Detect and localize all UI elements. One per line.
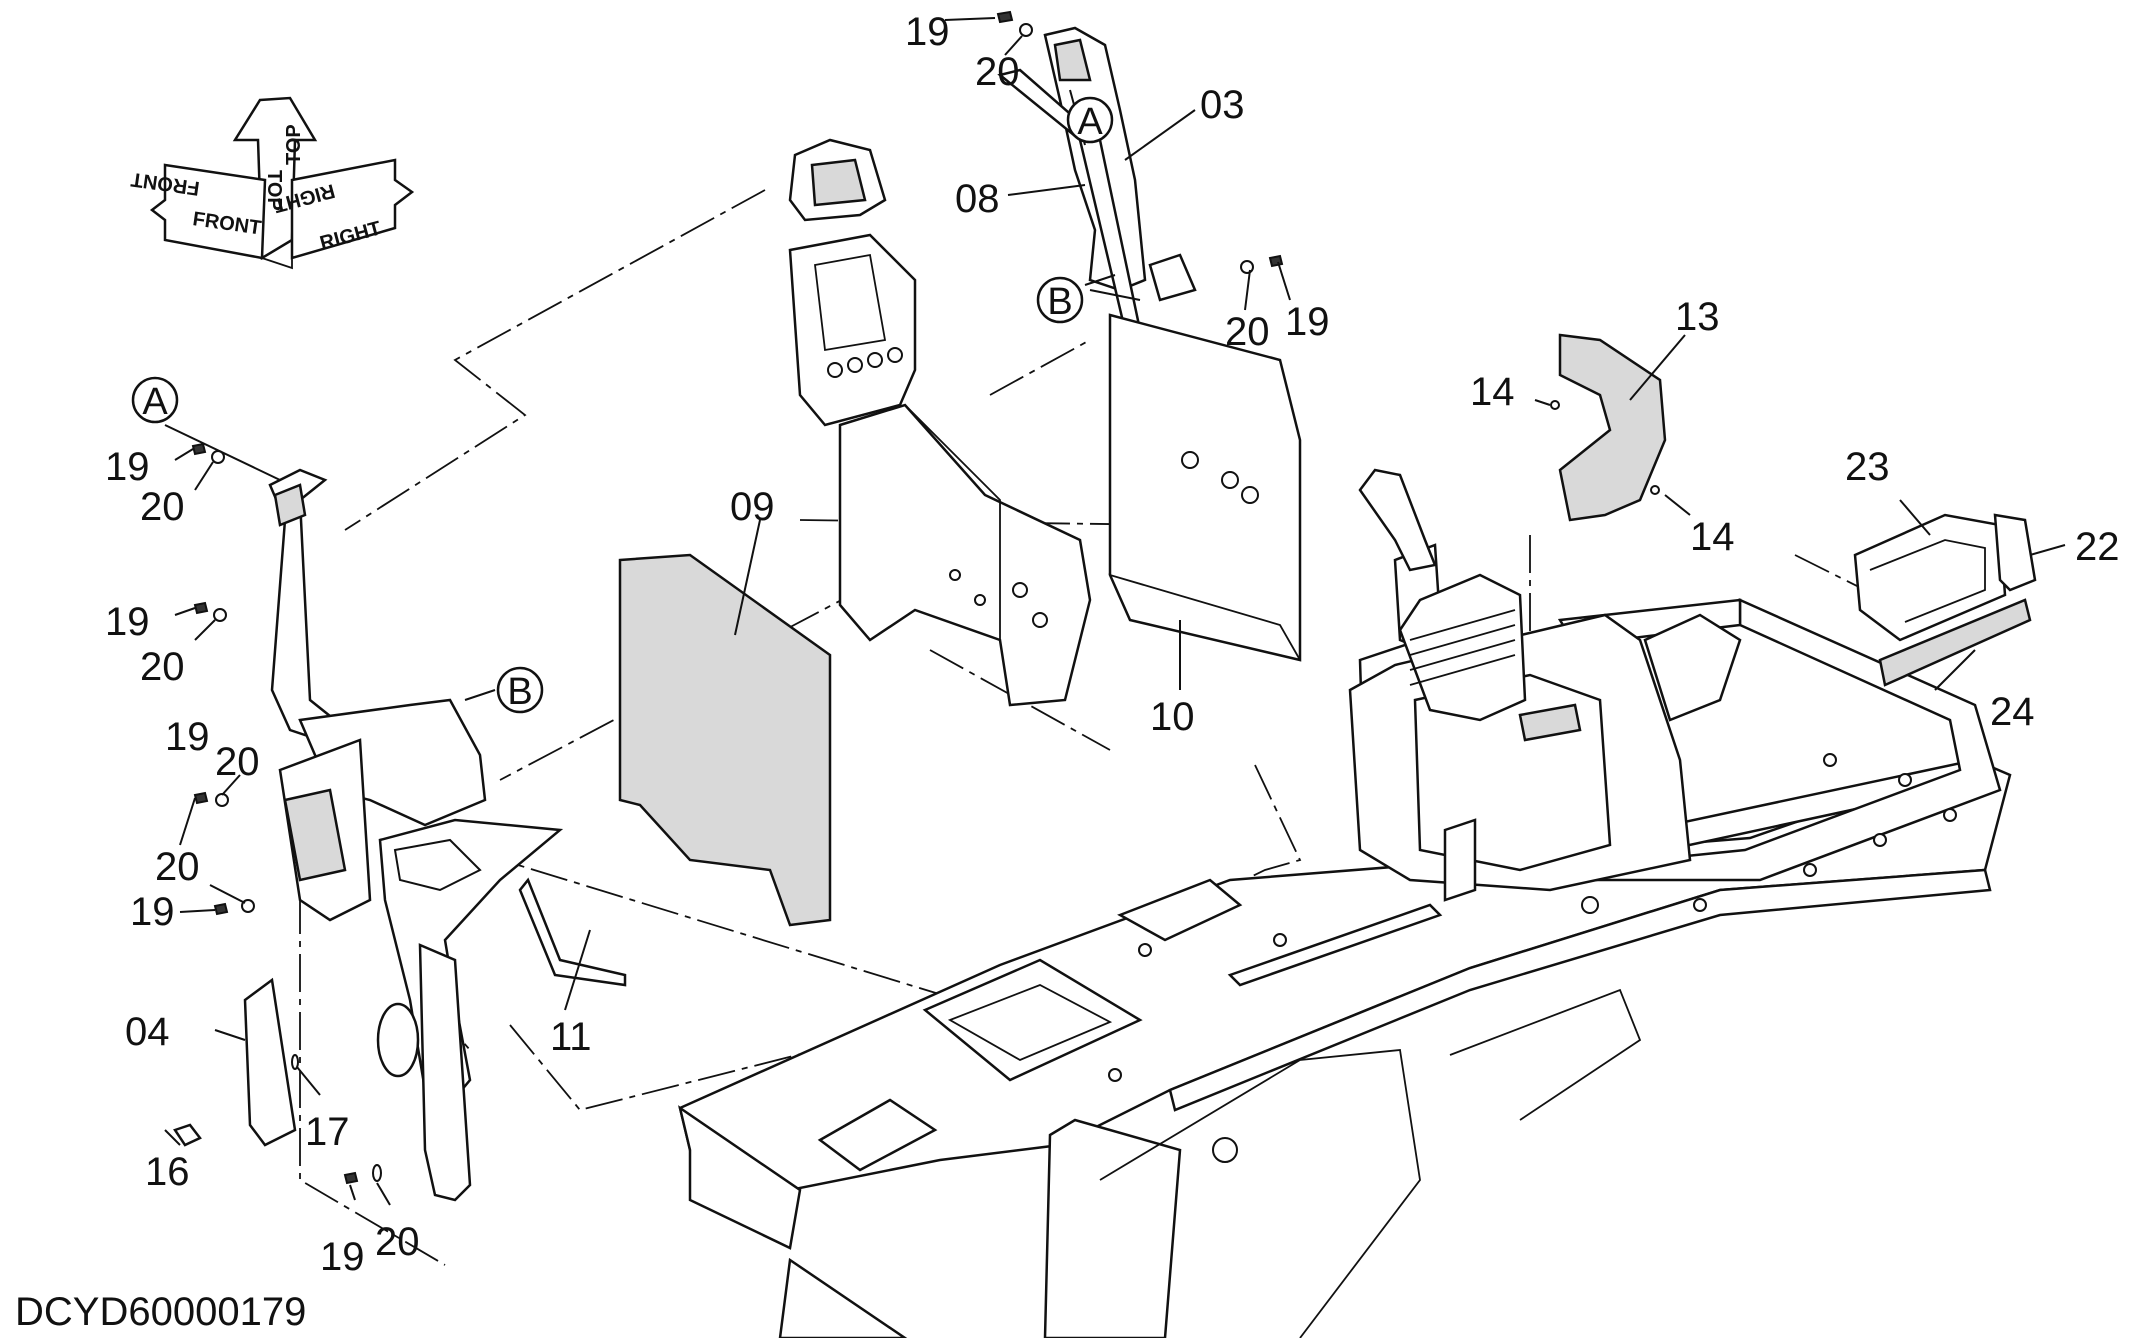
monitor-stand-assembly <box>788 138 1092 707</box>
label-20-l2: 20 <box>140 645 185 689</box>
label-20-top: 20 <box>975 50 1020 94</box>
callout-a-left-label: A <box>142 381 168 423</box>
label-04: 04 <box>125 1010 170 1054</box>
label-14-bottom: 14 <box>1690 515 1735 559</box>
label-20-l4: 20 <box>155 845 200 889</box>
label-14-top: 14 <box>1470 370 1515 414</box>
leader-lines <box>164 17 2066 1206</box>
callout-b-top-label: B <box>1047 281 1072 323</box>
label-09: 09 <box>730 485 775 529</box>
label-08: 08 <box>955 177 1000 221</box>
label-20-right: 20 <box>1225 310 1270 354</box>
orientation-label-top-mirrored: TOP <box>283 124 305 165</box>
right-console-assembly <box>1348 468 1742 914</box>
label-19-l2: 19 <box>105 600 150 644</box>
orientation-symbol: FRONT FRONT TOP TOP RIGHT RIGHT <box>130 96 415 270</box>
label-23: 23 <box>1845 445 1890 489</box>
label-10: 10 <box>1150 695 1195 739</box>
label-19-bottom: 19 <box>320 1235 365 1279</box>
left-pillar-assembly <box>243 468 627 1202</box>
label-19-l3: 19 <box>165 715 210 759</box>
part-09-panel <box>618 553 832 927</box>
label-13: 13 <box>1675 295 1720 339</box>
part-13-cover <box>1558 333 1667 522</box>
label-20-l3: 20 <box>215 740 260 784</box>
parts-22-23-24 <box>1853 513 2037 687</box>
callout-b-left-label: B <box>507 671 532 713</box>
label-16: 16 <box>145 1150 190 1194</box>
floor-frame <box>678 598 2012 1338</box>
part-10-panel <box>1108 313 1302 662</box>
label-19-l1: 19 <box>105 445 150 489</box>
label-11: 11 <box>550 1015 592 1059</box>
label-20-bottom: 20 <box>375 1220 420 1264</box>
part-03-pillar-cover <box>997 26 1197 332</box>
callout-a-top <box>1066 96 1114 144</box>
callout-a-top-label: A <box>1077 101 1103 143</box>
callout-b-left <box>496 666 544 714</box>
label-24: 24 <box>1990 690 2035 734</box>
document-id: DCYD60000179 <box>15 1290 306 1334</box>
callouts: A B A B <box>131 96 1114 714</box>
label-17: 17 <box>305 1110 350 1154</box>
label-19-top: 19 <box>905 10 950 54</box>
label-19-l4: 19 <box>130 890 175 934</box>
label-19-right: 19 <box>1285 300 1330 344</box>
label-20-l1: 20 <box>140 485 185 529</box>
callout-b-top <box>1036 276 1084 324</box>
callout-a-left <box>131 376 179 424</box>
label-03: 03 <box>1200 83 1245 127</box>
orientation-label-top: TOP <box>263 170 285 211</box>
part-labels: 19 20 03 08 20 19 13 14 14 09 10 23 22 2… <box>105 10 2120 1279</box>
label-22: 22 <box>2075 525 2120 569</box>
